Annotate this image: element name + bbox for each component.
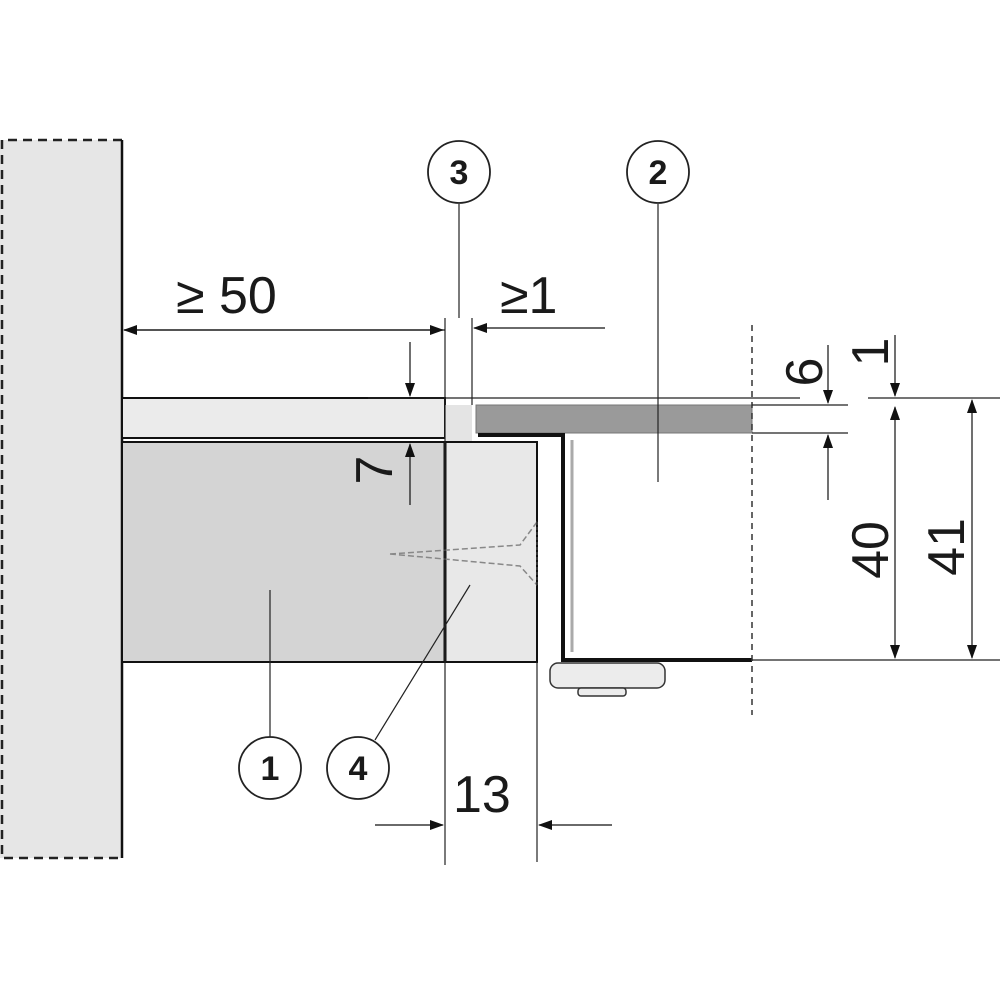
gap-filler bbox=[445, 405, 472, 442]
dim-gap: ≥1 bbox=[500, 267, 557, 325]
screw bbox=[389, 521, 538, 586]
callout-3: 3 bbox=[427, 140, 491, 204]
svg-text:2: 2 bbox=[649, 154, 668, 192]
hob-body bbox=[478, 433, 752, 662]
strip-4 bbox=[444, 441, 538, 663]
wall bbox=[0, 138, 124, 860]
hob-foot bbox=[549, 662, 666, 689]
callout-leaders bbox=[269, 204, 659, 741]
cabinet-1 bbox=[121, 441, 446, 663]
dim-worktop-step: 7 bbox=[346, 456, 404, 485]
dim-hob-depth: 40 bbox=[842, 521, 900, 579]
extension-lines bbox=[368, 318, 1000, 865]
callout-1: 1 bbox=[238, 736, 302, 800]
dim-total-depth: 41 bbox=[918, 518, 976, 576]
callout-2: 2 bbox=[626, 140, 690, 204]
dim-side-clearance: ≥ 50 bbox=[176, 267, 277, 325]
svg-text:3: 3 bbox=[450, 154, 469, 192]
dimension-lines bbox=[123, 323, 977, 830]
svg-text:1: 1 bbox=[261, 750, 280, 788]
dim-strip-width: 13 bbox=[453, 766, 511, 824]
svg-text:4: 4 bbox=[349, 750, 368, 788]
dim-hob-offset: 1 bbox=[842, 338, 900, 367]
hob-top-glass bbox=[475, 404, 753, 434]
callout-4: 4 bbox=[326, 736, 390, 800]
dim-hob-top-thickness: 6 bbox=[776, 358, 834, 387]
worktop bbox=[121, 397, 446, 439]
